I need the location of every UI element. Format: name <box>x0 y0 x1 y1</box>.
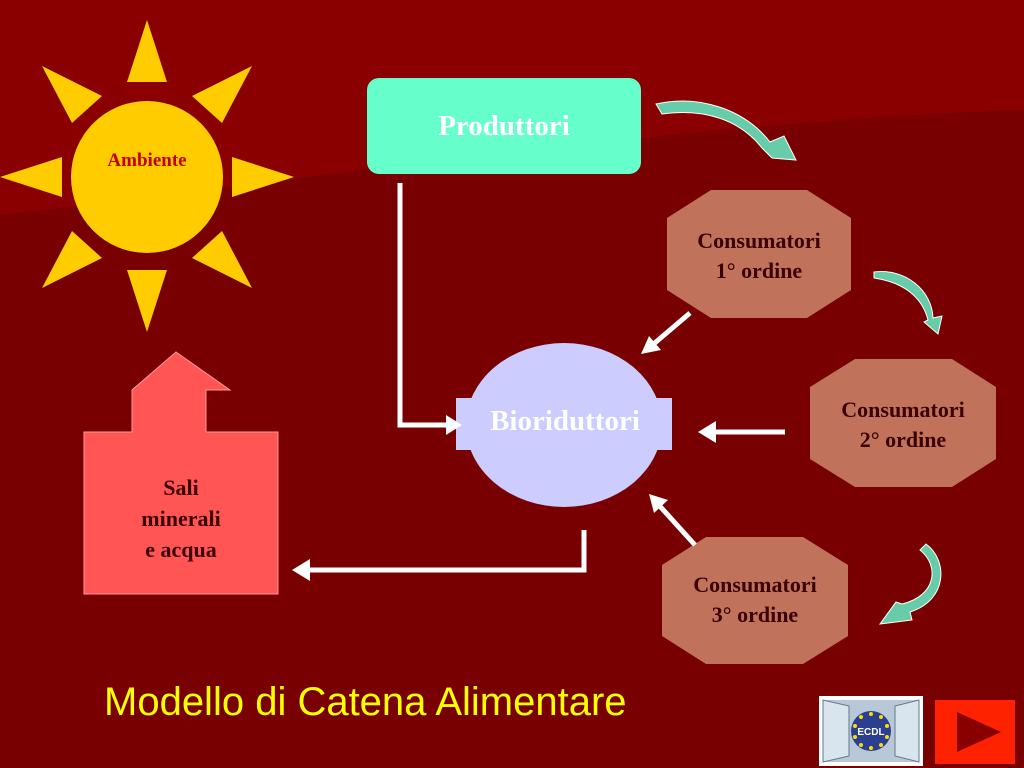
consumatori-2-shape <box>810 359 996 487</box>
sun-ray-top <box>127 20 167 82</box>
consumatori-2-line1: Consumatori <box>841 397 965 422</box>
sun-ray-top-right <box>192 66 252 123</box>
c1-to-bioriduttori-arrow <box>648 311 692 349</box>
sali-line3: e acqua <box>145 537 217 562</box>
bioriduttori-shape <box>456 343 672 507</box>
consumatori-3-shape <box>662 537 848 664</box>
arrowheads <box>292 336 716 581</box>
sun-ray-left <box>0 157 62 197</box>
sun-ray-top-left <box>42 66 102 123</box>
consumatori-3-line1: Consumatori <box>693 572 817 597</box>
sun-disc <box>71 101 223 253</box>
produttori-label: Produttori <box>438 110 570 142</box>
arrowhead-2 <box>641 336 661 354</box>
consumatori-3-label: Consumatori 3° ordine <box>662 570 848 630</box>
ambiente-label: Ambiente <box>107 150 187 171</box>
sun-ray-bottom <box>127 270 167 332</box>
sun-ray-right <box>232 157 294 197</box>
consumatori-2-label: Consumatori 2° ordine <box>810 395 996 455</box>
bioriduttori-to-sali-arrow <box>305 530 587 573</box>
curved-arrow-3 <box>878 543 942 625</box>
produttori-box <box>367 78 641 174</box>
curved-arrows <box>655 100 943 625</box>
arrowhead-4 <box>649 494 668 513</box>
consumatori-1-line1: Consumatori <box>697 228 821 253</box>
bioriduttori-label: Bioriduttori <box>490 405 640 437</box>
arrowhead-1 <box>446 415 462 435</box>
consumatori-3-line2: 3° ordine <box>711 602 799 627</box>
consumatori-1-line2: 1° ordine <box>715 258 803 283</box>
sun-ray-bottom-right <box>192 231 252 288</box>
slide-title: Modello di Catena Alimentare <box>104 680 627 724</box>
sun-ambiente <box>0 20 294 332</box>
consumatori-1-label: Consumatori 1° ordine <box>667 226 851 286</box>
consumatori-1-shape <box>667 190 851 318</box>
arrowhead-5 <box>292 559 310 581</box>
connectors <box>305 183 785 573</box>
sali-line1: Sali <box>163 475 199 500</box>
next-slide-button[interactable] <box>935 700 1015 764</box>
ecdl-logo-text: ECDL <box>857 727 884 738</box>
sali-label: Sali minerali e acqua <box>84 472 278 565</box>
sali-arrow-shape <box>83 351 279 595</box>
play-triangle-icon <box>957 712 1001 752</box>
curved-arrow-1 <box>655 100 797 161</box>
sali-line2: minerali <box>141 506 221 531</box>
c3-to-bioriduttori-arrow <box>655 501 697 547</box>
arrowhead-3 <box>698 421 716 443</box>
produttori-to-bioriduttori-arrow <box>397 183 450 428</box>
curved-arrow-2 <box>873 271 943 335</box>
consumatori-2-line2: 2° ordine <box>859 427 947 452</box>
sun-ray-bottom-left <box>42 231 102 288</box>
ecdl-window-logo-icon[interactable]: ECDL <box>819 696 923 766</box>
